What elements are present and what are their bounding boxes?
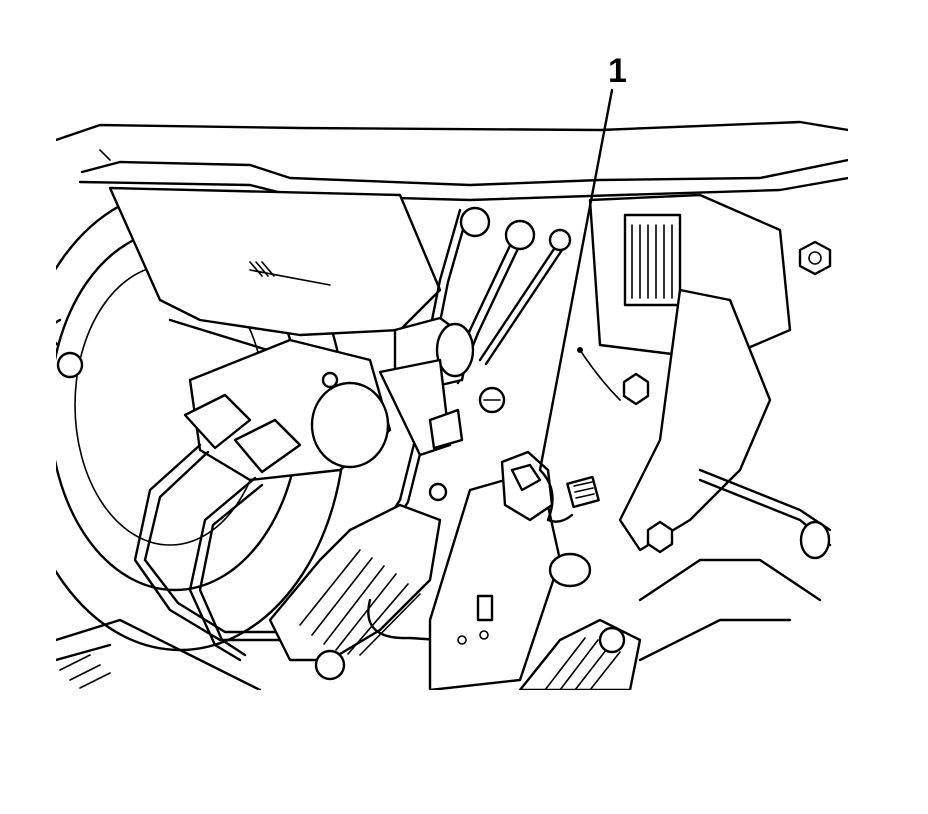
- connector-mid: [378, 316, 475, 457]
- steering-boot-left: [268, 503, 442, 681]
- hardware-details: [321, 347, 621, 502]
- cowl-panel: [56, 120, 848, 202]
- master-cylinder: [183, 338, 392, 482]
- sensor-connector: [500, 450, 600, 523]
- right-bracket: [618, 288, 832, 560]
- steering-boot-right: [518, 618, 642, 690]
- mounting-bracket: [428, 468, 562, 690]
- callout-leader-line: [538, 88, 614, 472]
- callout-label-1: 1: [608, 52, 627, 90]
- lower-structure: [56, 552, 822, 690]
- control-module: [588, 193, 832, 362]
